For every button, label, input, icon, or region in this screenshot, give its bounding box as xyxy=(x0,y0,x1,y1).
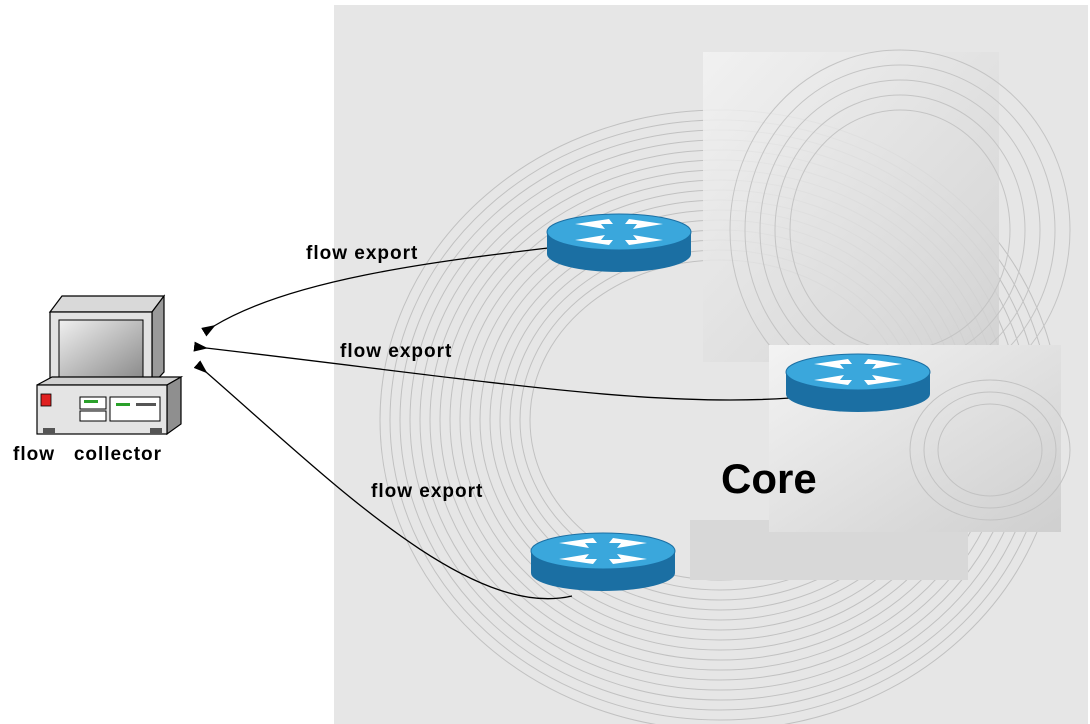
router-top xyxy=(546,213,692,273)
edge-top xyxy=(201,247,549,337)
edge-middle-label: flow export xyxy=(340,341,452,362)
core-label: Core xyxy=(721,455,817,502)
core-panel-top xyxy=(703,52,999,362)
collector-label: flow collector xyxy=(13,444,162,465)
edge-bottom xyxy=(193,360,573,600)
router-icon xyxy=(785,353,931,413)
router-icon xyxy=(530,532,676,592)
core-panel-main-hatch xyxy=(909,379,1071,521)
router-middle xyxy=(785,353,931,413)
desktop-computer-icon xyxy=(36,294,184,436)
router-bottom xyxy=(530,532,676,592)
edge-bottom-label: flow export xyxy=(371,481,483,502)
router-icon xyxy=(546,213,692,273)
edge-middle xyxy=(193,341,791,401)
edge-top-label: flow export xyxy=(306,243,418,264)
